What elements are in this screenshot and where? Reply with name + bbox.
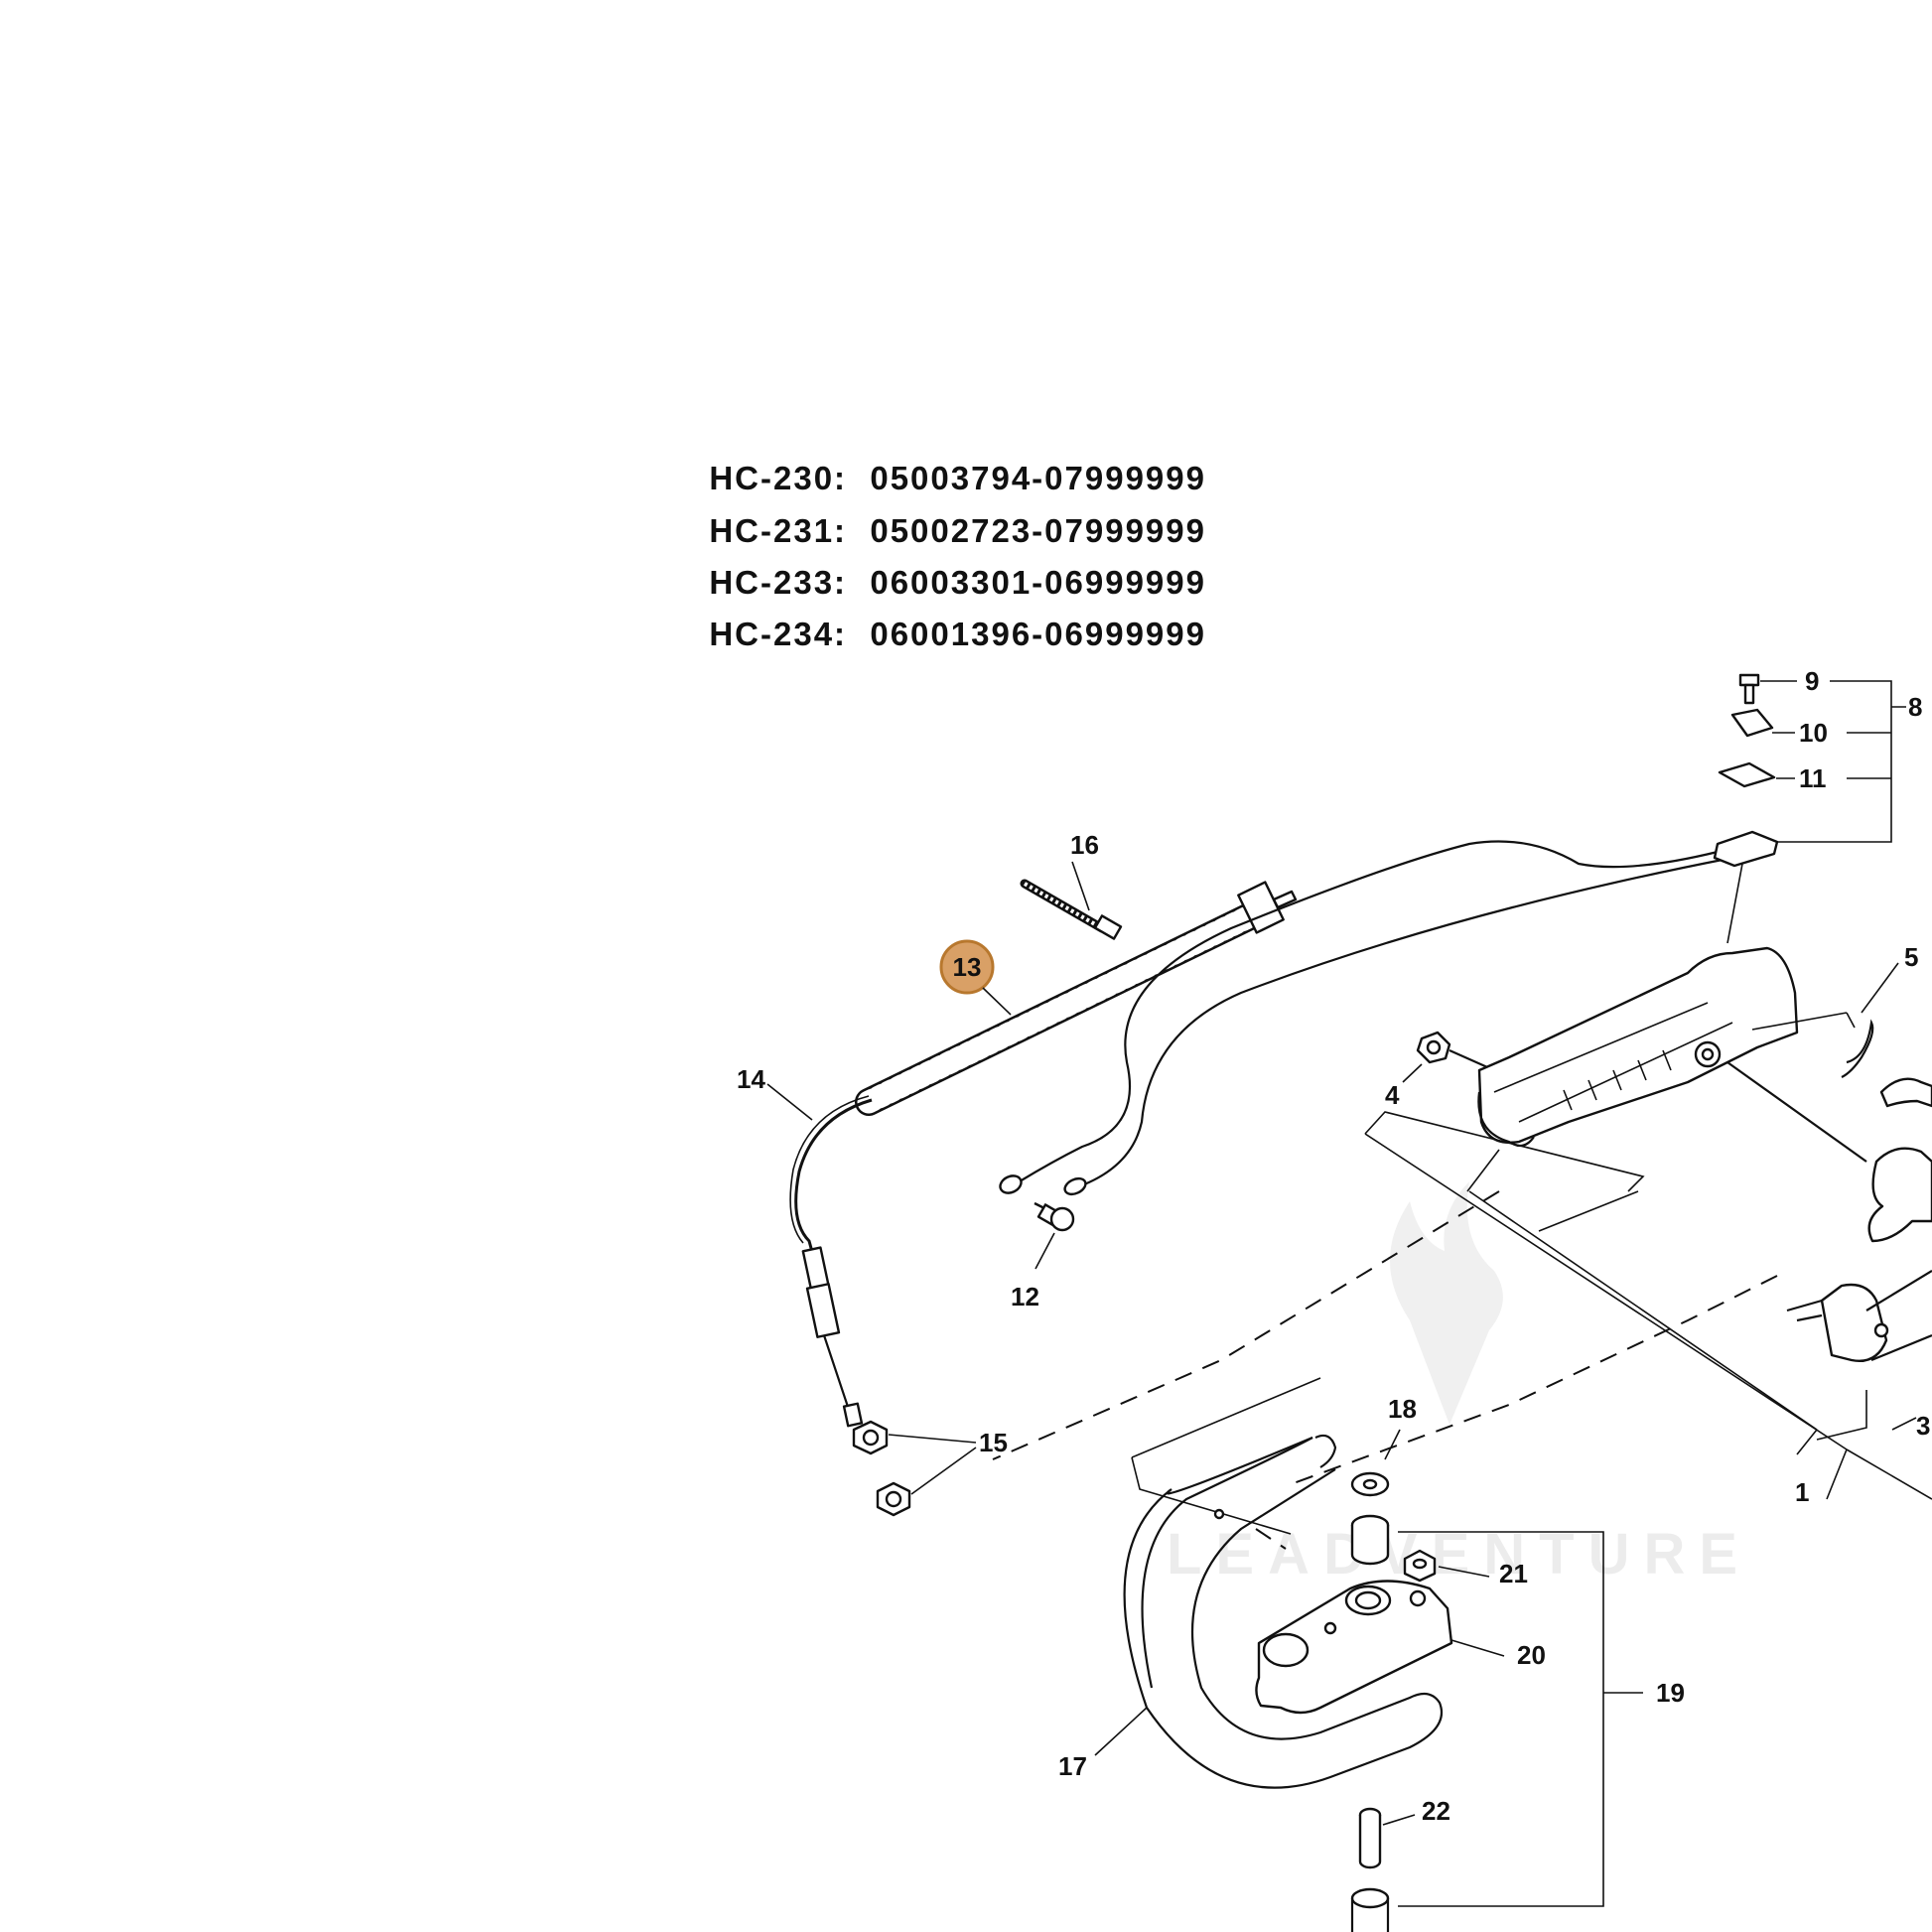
- serial-range: 06003301-06999999: [870, 564, 1206, 601]
- part-13-throttle-cable[interactable]: [789, 881, 1298, 1428]
- serial-row-hc230: HC-230: 05003794-07999999: [687, 422, 1206, 497]
- callout-1: 1: [1795, 1477, 1809, 1507]
- callout-12: 12: [1011, 1282, 1039, 1311]
- callout-5: 5: [1904, 942, 1918, 972]
- callout-22: 22: [1422, 1796, 1450, 1826]
- part-9-screw[interactable]: 9: [1738, 666, 1819, 705]
- part-5-spring[interactable]: 5: [1841, 942, 1918, 1078]
- part-8-stop-wire[interactable]: [998, 830, 1779, 1197]
- callout-13: 13: [953, 952, 982, 982]
- part-1-rear-handle[interactable]: [1477, 946, 1867, 1163]
- part-18-washer[interactable]: 18: [1350, 1394, 1417, 1497]
- callout-11: 11: [1799, 763, 1827, 793]
- serial-row-hc234: HC-234: 06001396-06999999: [687, 578, 1206, 653]
- part-trigger[interactable]: [1867, 1077, 1932, 1243]
- part-19-collar[interactable]: 19: [1350, 1514, 1685, 1907]
- callout-14: 14: [737, 1064, 765, 1094]
- model-label: HC-230:: [709, 460, 848, 496]
- callout-10: 10: [1799, 718, 1828, 748]
- callout-9: 9: [1805, 666, 1819, 696]
- callout-18: 18: [1388, 1394, 1417, 1424]
- callout-8: 8: [1908, 692, 1922, 722]
- part-4-nut[interactable]: 4: [1385, 1031, 1495, 1110]
- callout-16: 16: [1070, 830, 1099, 860]
- part-11-plate[interactable]: 11: [1718, 761, 1827, 793]
- part-10-clamp[interactable]: 10: [1730, 708, 1828, 748]
- assembly-frame: [1364, 1012, 1932, 1500]
- model-label: HC-233:: [709, 564, 848, 601]
- part-22-sleeve[interactable]: 22: [1358, 1796, 1450, 1869]
- callout-20: 20: [1517, 1640, 1546, 1670]
- part-21-nut[interactable]: 21: [1403, 1549, 1528, 1588]
- serial-range: 05002723-07999999: [870, 512, 1206, 549]
- callout-21: 21: [1499, 1559, 1528, 1588]
- part-20-clamp[interactable]: 20: [1255, 1580, 1546, 1715]
- serial-row-hc231: HC-231: 05002723-07999999: [687, 475, 1206, 550]
- model-label: HC-234:: [709, 616, 848, 652]
- callout-17: 17: [1058, 1751, 1087, 1781]
- assembly-dash-lines: [992, 1190, 1778, 1550]
- serial-range: 06001396-06999999: [870, 616, 1206, 652]
- callout-15: 15: [979, 1428, 1008, 1457]
- part-collar-bottom[interactable]: [1350, 1887, 1390, 1932]
- callout-19: 19: [1656, 1678, 1685, 1708]
- model-label: HC-231:: [709, 512, 848, 549]
- part-17-loop-handle[interactable]: 17: [1058, 1434, 1444, 1789]
- part-16-cable-tie[interactable]: 16: [1020, 830, 1123, 940]
- part-12-screw[interactable]: 12: [1011, 1201, 1075, 1311]
- part-3-mount[interactable]: 3: [1786, 1270, 1932, 1441]
- watermark: LEADVENTURE: [1167, 1181, 1737, 1587]
- serial-range: 05003794-07999999: [870, 460, 1206, 496]
- callout-3: 3: [1916, 1411, 1930, 1441]
- bracket-8: [1777, 680, 1906, 843]
- serial-row-hc233: HC-233: 06003301-06999999: [687, 526, 1206, 602]
- part-15-nuts[interactable]: 15: [852, 1420, 1008, 1517]
- callout-13-highlight[interactable]: 13: [939, 939, 1012, 1016]
- callout-4: 4: [1385, 1080, 1400, 1110]
